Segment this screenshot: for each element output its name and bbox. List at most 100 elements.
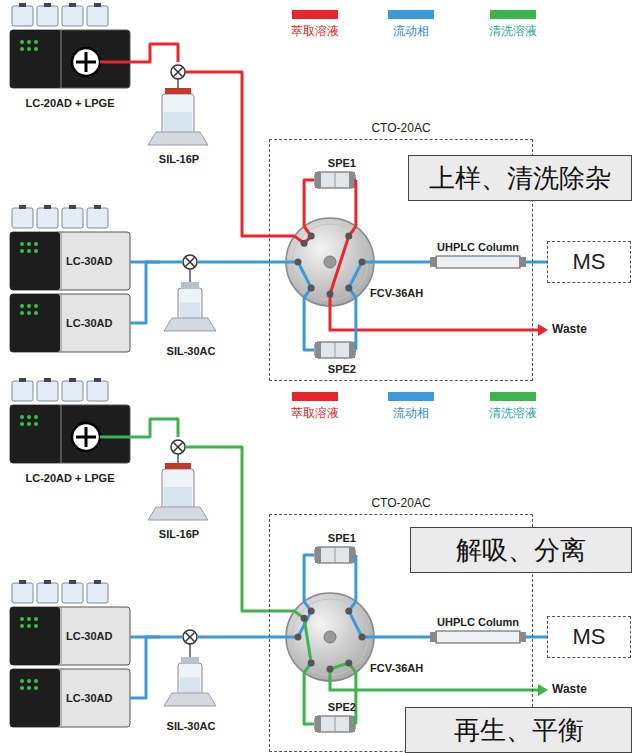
pump-divider bbox=[61, 30, 62, 88]
pump-panel bbox=[10, 30, 60, 88]
status-led bbox=[20, 40, 24, 44]
node-label: SIL-30AC bbox=[167, 719, 216, 733]
node-label: SPE1 bbox=[314, 156, 356, 170]
status-led bbox=[20, 311, 24, 315]
sample-vial bbox=[178, 663, 202, 695]
injector-mark bbox=[174, 68, 183, 77]
cartridge-ring bbox=[335, 716, 336, 732]
sample-vial bbox=[162, 94, 194, 134]
valve-port bbox=[359, 259, 366, 266]
injector-valve bbox=[171, 65, 185, 79]
valve-channel bbox=[298, 262, 311, 288]
status-led bbox=[34, 304, 38, 308]
status-led bbox=[34, 422, 38, 426]
pump-divider bbox=[61, 669, 62, 727]
node-label: UHPLC Column bbox=[430, 240, 526, 254]
column-tube bbox=[436, 256, 520, 268]
valve-port bbox=[301, 240, 308, 247]
status-led bbox=[34, 679, 38, 683]
bottle-cap bbox=[69, 205, 76, 209]
valve-port bbox=[308, 608, 315, 615]
autosampler: SIL-30AC bbox=[160, 629, 222, 735]
cartridge-end bbox=[315, 172, 321, 188]
node-label: SIL-16P bbox=[159, 152, 199, 166]
valve-port bbox=[295, 634, 302, 641]
status-led bbox=[34, 415, 38, 419]
legend-label: 流动相 bbox=[371, 23, 451, 40]
status-led bbox=[27, 47, 31, 51]
status-led bbox=[20, 422, 24, 426]
solvent-bottle bbox=[37, 6, 58, 26]
flow-line bbox=[130, 637, 160, 698]
bottle-cap bbox=[69, 3, 76, 7]
valve-port bbox=[345, 233, 352, 240]
status-led bbox=[27, 40, 31, 44]
valve-body bbox=[286, 218, 374, 306]
flow-line bbox=[374, 636, 430, 639]
node-label: LC-30AD bbox=[66, 629, 112, 643]
node-label: LC-20AD + LPGE bbox=[26, 471, 115, 485]
node-label: LC-30AD bbox=[66, 254, 112, 268]
spe-cartridge-body bbox=[315, 716, 355, 732]
status-led bbox=[27, 617, 31, 621]
bottle-cap bbox=[94, 580, 101, 584]
tubing bbox=[185, 446, 215, 449]
bottle-cap bbox=[94, 378, 101, 382]
legend-label: 清洗溶液 bbox=[473, 23, 553, 40]
pump-panel bbox=[10, 405, 60, 463]
node-label: FCV-36AH bbox=[370, 286, 423, 300]
gradient-valve-symbol bbox=[72, 423, 100, 451]
spe-cartridge-body bbox=[315, 172, 355, 188]
vial-liquid bbox=[164, 112, 192, 132]
bottle-cap bbox=[69, 580, 76, 584]
valve-port bbox=[327, 666, 334, 673]
bottle-cap bbox=[19, 3, 26, 7]
status-led bbox=[27, 249, 31, 253]
pump-unit: LC-30AD bbox=[10, 669, 130, 727]
pump-unit: LC-30AD bbox=[10, 607, 130, 665]
flow-line bbox=[354, 180, 357, 226]
solvent-bottle bbox=[87, 583, 108, 603]
pump-body bbox=[10, 669, 130, 727]
tubing bbox=[100, 436, 132, 439]
solvent-bottle bbox=[62, 208, 83, 228]
spe-cartridge-body bbox=[315, 547, 355, 563]
waste-line bbox=[330, 681, 538, 690]
status-led bbox=[27, 686, 31, 690]
switching-valve: FCV-36AH bbox=[286, 218, 374, 306]
solvent-bottle bbox=[12, 583, 33, 603]
node-label: LC-20AD + LPGE bbox=[26, 96, 115, 110]
cartridge-end bbox=[315, 342, 321, 358]
vial-cap bbox=[181, 282, 199, 288]
legend-swatch bbox=[292, 10, 338, 19]
tubing bbox=[100, 61, 132, 64]
valve-port bbox=[308, 659, 315, 666]
valve-hub bbox=[324, 256, 336, 268]
status-led bbox=[27, 422, 31, 426]
column-fitting bbox=[430, 257, 437, 267]
cartridge-end bbox=[315, 547, 321, 563]
flow-line bbox=[304, 673, 314, 724]
valve-cross bbox=[85, 427, 88, 447]
bottle-cap bbox=[94, 3, 101, 7]
flow-line bbox=[354, 298, 357, 350]
injector-mark bbox=[186, 633, 195, 642]
status-led bbox=[34, 617, 38, 621]
node-label: SIL-16P bbox=[159, 527, 199, 541]
spe-cartridge: SPE2 bbox=[314, 700, 356, 734]
vial-cap bbox=[165, 463, 191, 469]
vial-liquid bbox=[164, 487, 192, 507]
column-fitting bbox=[519, 257, 526, 267]
valve-body bbox=[286, 593, 374, 681]
status-led bbox=[20, 304, 24, 308]
bottle-cap bbox=[44, 205, 51, 209]
bottle-cap bbox=[44, 580, 51, 584]
flow-line bbox=[215, 72, 294, 236]
status-led bbox=[34, 624, 38, 628]
injector-mark bbox=[186, 633, 195, 642]
autosampler: SIL-30AC bbox=[160, 254, 222, 360]
cartridge-end bbox=[349, 342, 355, 358]
legend-label: 萃取溶液 bbox=[275, 405, 355, 422]
status-led bbox=[34, 311, 38, 315]
cartridge-end bbox=[349, 547, 355, 563]
